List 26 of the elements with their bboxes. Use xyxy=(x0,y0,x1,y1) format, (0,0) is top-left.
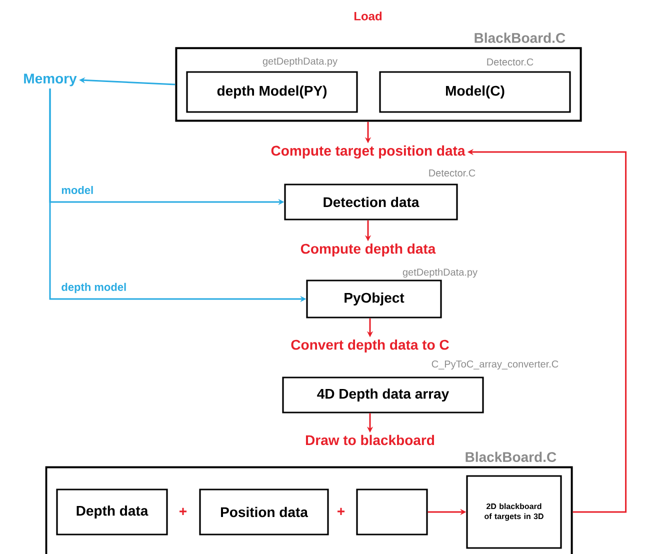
file-label: Detector.C xyxy=(429,169,476,177)
plus-sign: + xyxy=(180,508,187,515)
load-heading: Load xyxy=(354,12,382,20)
process-box: Depth data xyxy=(56,488,168,536)
file-label: BlackBoard.C xyxy=(474,32,566,43)
plus-sign: + xyxy=(338,508,345,515)
process-box: Detection data xyxy=(284,184,458,220)
file-label: getDepthData.py xyxy=(262,57,338,67)
edge-label: depth model xyxy=(62,282,126,294)
file-label: Detector.C xyxy=(487,58,534,66)
process-box: depth Model(PY) xyxy=(186,71,358,113)
step-text: Draw to blackboard xyxy=(306,434,434,446)
step-text: Compute depth data xyxy=(300,243,436,257)
file-label: BlackBoard.C xyxy=(466,452,556,462)
process-box: Model(C) xyxy=(379,71,571,113)
edge-label: model xyxy=(62,186,93,194)
process-box: 4D Depth data array xyxy=(282,376,484,414)
file-label: C_PyToC_array_converter.C xyxy=(432,360,558,370)
process-box xyxy=(356,488,428,536)
step-text: Memory xyxy=(24,74,77,86)
step-text: Convert depth data to C xyxy=(291,339,449,353)
process-box: 2D blackboard of targets in 3D xyxy=(466,475,562,549)
step-text: Compute target position data xyxy=(271,145,466,159)
process-box: PyObject xyxy=(306,280,442,318)
file-label: getDepthData.py xyxy=(402,268,478,278)
process-box: Position data xyxy=(199,488,329,536)
